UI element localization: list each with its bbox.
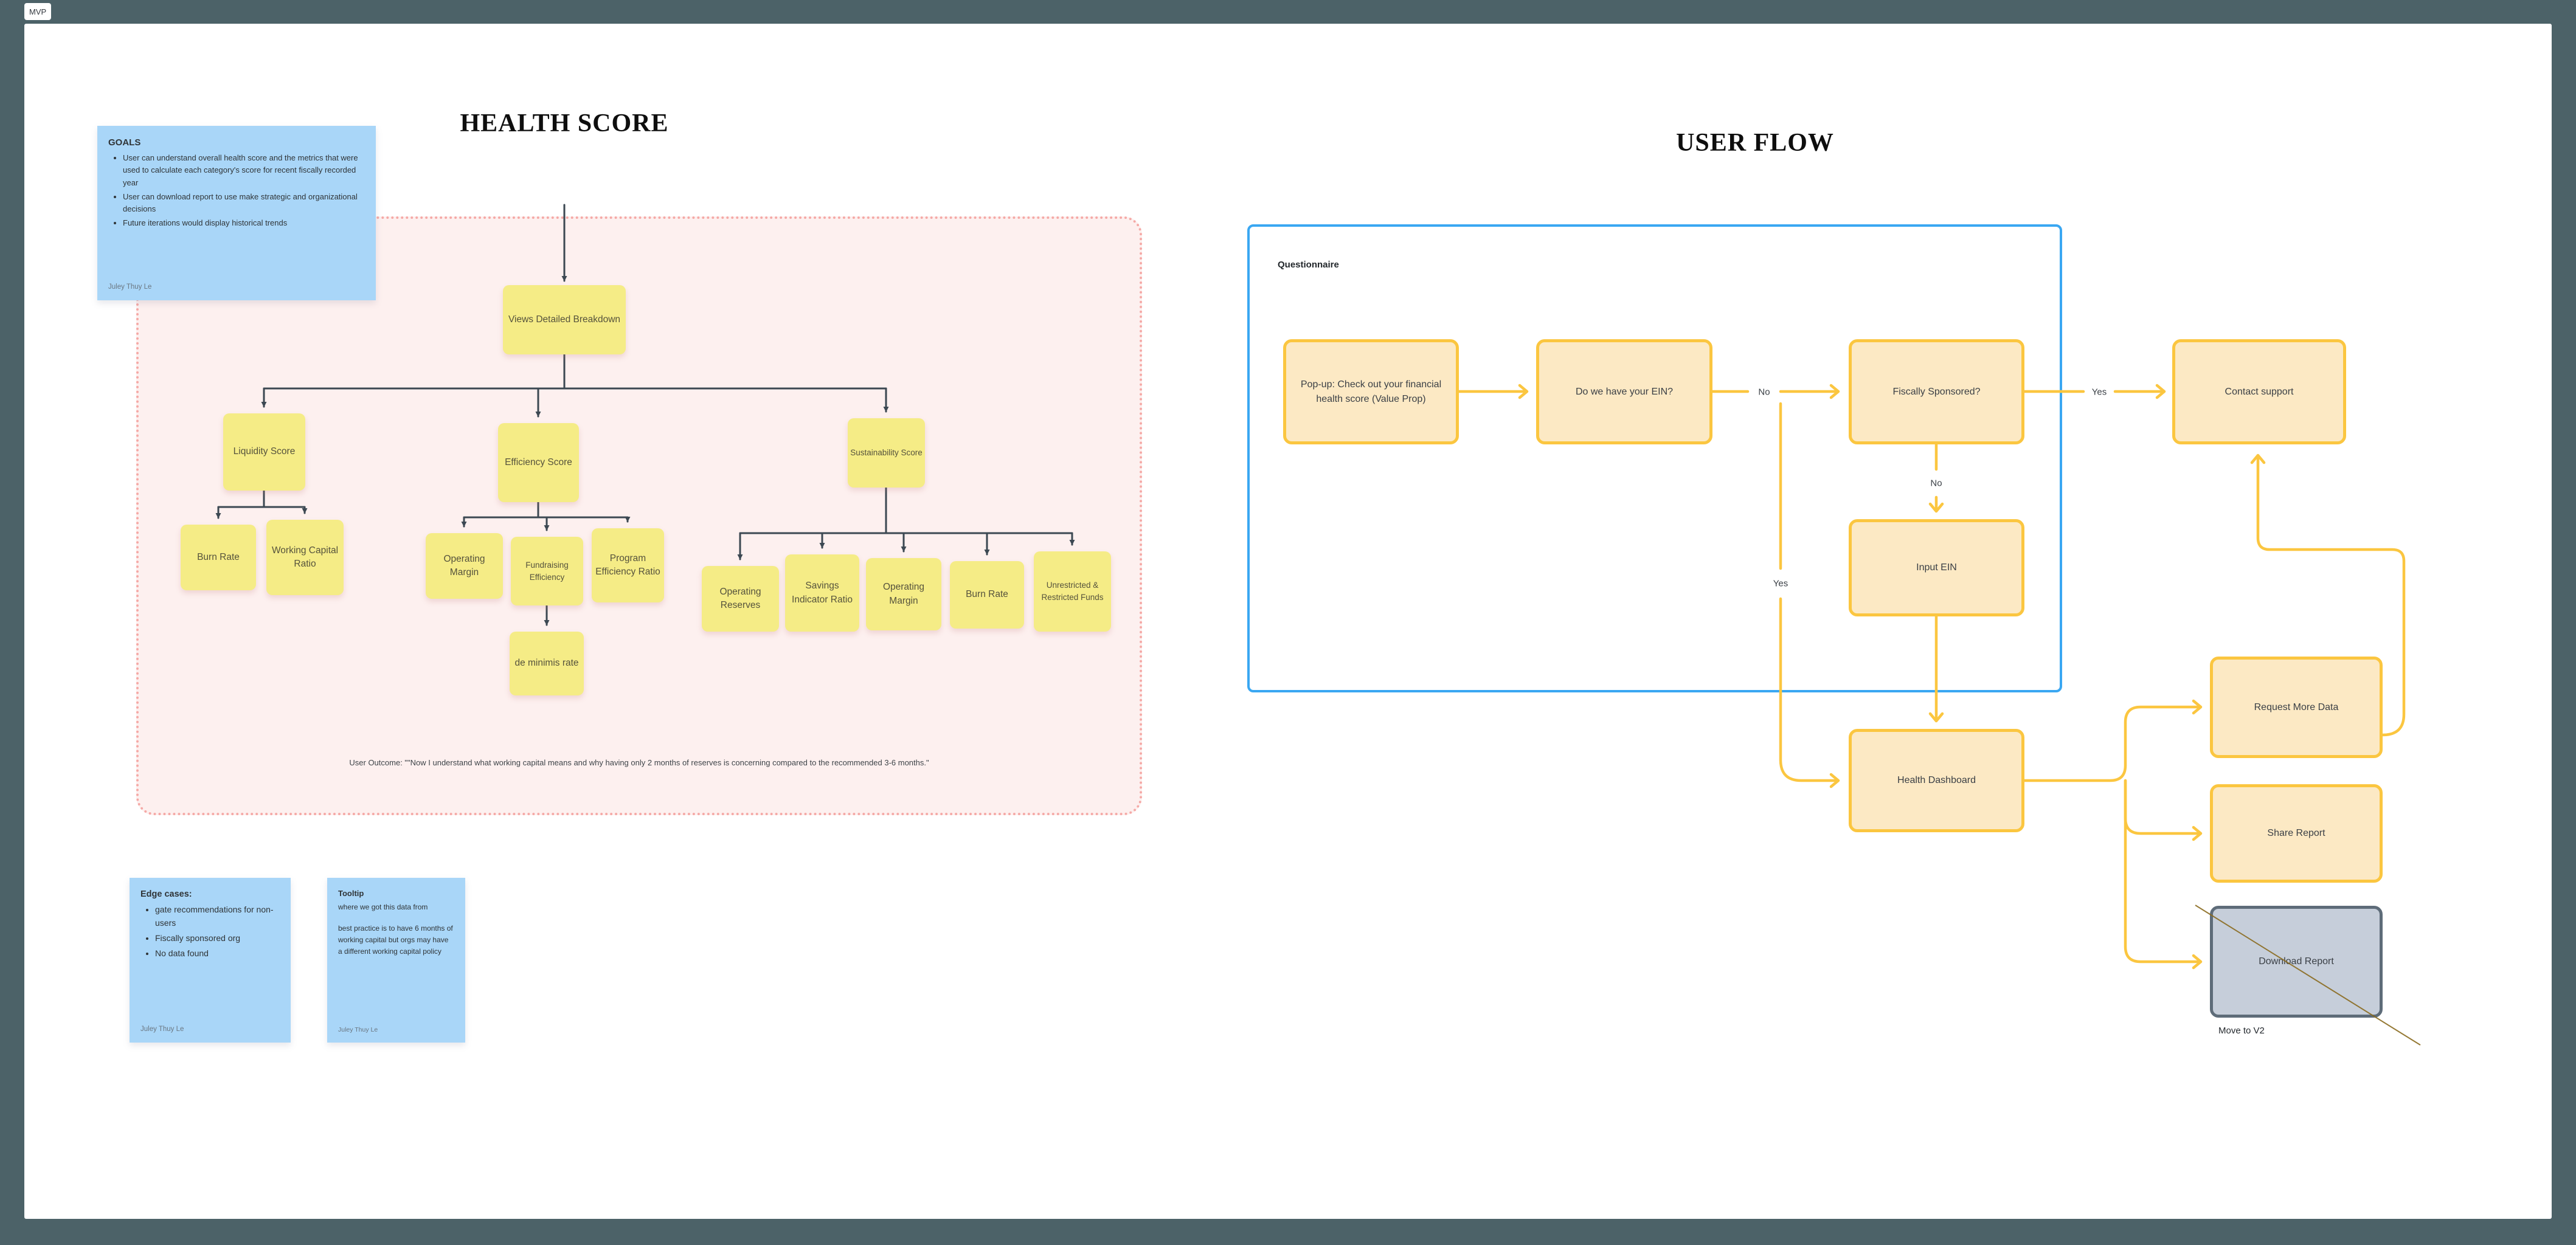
- tree-node-views-detailed-breakdown[interactable]: Views Detailed Breakdown: [503, 285, 626, 354]
- questionnaire-frame-label: Questionnaire: [1278, 260, 1339, 270]
- sticky-author: Juley Thuy Le: [338, 1026, 378, 1034]
- sticky-author: Juley Thuy Le: [108, 283, 152, 291]
- edge-dashboard-download: [2124, 779, 2203, 970]
- flow-node-health-dashboard[interactable]: Health Dashboard: [1849, 729, 2024, 832]
- questionnaire-frame[interactable]: Questionnaire: [1247, 224, 2062, 692]
- tree-node-unrestricted-restricted-funds[interactable]: Unrestricted & Restricted Funds: [1034, 551, 1111, 632]
- tree-node-operating-margin-2[interactable]: Operating Margin: [866, 558, 941, 630]
- tree-node-operating-margin[interactable]: Operating Margin: [426, 533, 503, 599]
- tree-node-working-capital-ratio[interactable]: Working Capital Ratio: [266, 520, 344, 595]
- tree-node-burn-rate-2[interactable]: Burn Rate: [950, 561, 1024, 629]
- tree-node-efficiency-score[interactable]: Efficiency Score: [498, 423, 579, 502]
- goals-bullet: User can download report to use make str…: [123, 191, 365, 215]
- tree-node-program-efficiency-ratio[interactable]: Program Efficiency Ratio: [592, 528, 664, 602]
- branch-label-no: No: [1928, 478, 1945, 489]
- edge-cases-sticky[interactable]: Edge cases: gate recommendations for non…: [130, 878, 291, 1043]
- tooltip-sticky[interactable]: Tooltip where we got this data from best…: [327, 878, 465, 1043]
- edge-cases-bullet: No data found: [155, 947, 280, 960]
- goals-title: GOALS: [108, 137, 141, 148]
- health-score-title: HEALTH SCORE: [460, 109, 669, 137]
- tree-node-fundraising-efficiency[interactable]: Fundraising Efficiency: [511, 537, 583, 605]
- user-flow-title: USER FLOW: [1676, 129, 1834, 157]
- user-outcome-text: User Outcome: ""Now I understand what wo…: [349, 758, 929, 767]
- goals-bullet: Future iterations would display historic…: [123, 217, 365, 229]
- branch-label-yes: Yes: [1770, 578, 1791, 589]
- health-score-zone[interactable]: [136, 216, 1142, 815]
- flow-node-download-report[interactable]: Download Report: [2210, 906, 2383, 1018]
- flow-node-popup-value-prop[interactable]: Pop-up: Check out your financial health …: [1283, 339, 1459, 444]
- tree-node-sustainability-score[interactable]: Sustainability Score: [848, 418, 925, 488]
- tree-node-liquidity-score[interactable]: Liquidity Score: [223, 413, 305, 491]
- tree-node-burn-rate[interactable]: Burn Rate: [181, 525, 256, 590]
- move-to-v2-label: Move to V2: [2218, 1026, 2265, 1036]
- goals-bullet: User can understand overall health score…: [123, 152, 365, 188]
- tooltip-body: where we got this data from: [338, 902, 428, 911]
- flow-node-fiscally-sponsored[interactable]: Fiscally Sponsored?: [1849, 339, 2024, 444]
- edge-cases-bullet: gate recommendations for non-users: [155, 903, 280, 929]
- flow-node-contact-support[interactable]: Contact support: [2172, 339, 2346, 444]
- edge-dashboard-share: [2124, 779, 2203, 841]
- branch-label-yes: Yes: [2089, 387, 2110, 398]
- goals-list: User can understand overall health score…: [108, 152, 365, 229]
- tree-node-de-minimis-rate[interactable]: de minimis rate: [510, 632, 584, 695]
- edge-dashboard-request: [2023, 699, 2203, 782]
- tooltip-body: best practice is to have 6 months of wor…: [338, 923, 453, 956]
- edge-cases-title: Edge cases:: [140, 889, 192, 899]
- flow-node-share-report[interactable]: Share Report: [2210, 784, 2383, 883]
- tree-node-savings-indicator-ratio[interactable]: Savings Indicator Ratio: [785, 554, 859, 632]
- flow-node-input-ein[interactable]: Input EIN: [1849, 519, 2024, 616]
- edge-cases-list: gate recommendations for non-users Fisca…: [140, 903, 280, 960]
- sticky-author: Juley Thuy Le: [140, 1026, 184, 1033]
- tooltip-title: Tooltip: [338, 889, 364, 898]
- tree-node-operating-reserves[interactable]: Operating Reserves: [702, 566, 779, 632]
- branch-label-no: No: [1756, 387, 1773, 398]
- flow-node-do-we-have-ein[interactable]: Do we have your EIN?: [1536, 339, 1712, 444]
- flow-node-request-more-data[interactable]: Request More Data: [2210, 657, 2383, 758]
- board-canvas[interactable]: Questionnaire: [24, 24, 2552, 1219]
- goals-sticky[interactable]: GOALS User can understand overall health…: [97, 126, 376, 300]
- frame-name-chip[interactable]: MVP: [24, 3, 52, 20]
- edge-cases-bullet: Fiscally sponsored org: [155, 932, 280, 945]
